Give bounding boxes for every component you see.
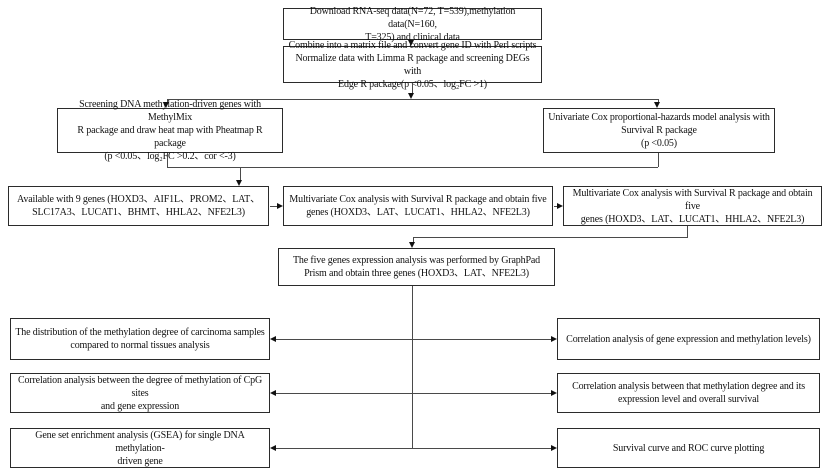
flow-box-cpg-correlation: Correlation analysis between the degree … (10, 373, 270, 413)
connector-line (240, 167, 241, 180)
flow-box-download-data: Download RNA-seq data(N=72, T=539),methy… (283, 6, 542, 43)
flow-box-univariate-cox: Univariate Cox proportional-hazards mode… (543, 108, 775, 153)
arrow-right-icon (551, 389, 557, 396)
flow-box-gsea: Gene set enrichment analysis (GSEA) for … (10, 428, 270, 468)
flow-box-expression-methylation-correlation: Correlation analysis of gene expression … (557, 318, 820, 360)
flow-box-nine-genes: Available with 9 genes (HOXD3、AIF1L、PROM… (8, 186, 269, 226)
connector-line (412, 83, 413, 94)
arrow-right-icon (557, 202, 563, 209)
connector-line (167, 99, 658, 100)
connector-line (413, 237, 688, 238)
arrow-left-icon (270, 389, 276, 396)
arrow-left-icon (270, 335, 276, 342)
connector-line (687, 226, 688, 237)
connector-line (167, 153, 168, 167)
connector-line (412, 286, 413, 448)
arrow-down-icon (654, 102, 660, 108)
connector-line (276, 339, 551, 340)
arrow-down-icon (236, 180, 242, 186)
connector-line (658, 153, 659, 167)
flow-box-survival-roc: Survival curve and ROC curve plotting (557, 428, 820, 468)
arrow-down-icon (408, 40, 414, 46)
flow-box-methylmix-screening: Screening DNA methylation-driven genes w… (57, 99, 283, 162)
flow-box-survival-correlation: Correlation analysis between that methyl… (557, 373, 820, 413)
connector-line (276, 393, 551, 394)
connector-line (167, 99, 168, 103)
connector-line (554, 206, 558, 207)
arrow-right-icon (551, 335, 557, 342)
arrow-right-icon (551, 444, 557, 451)
arrow-down-icon (409, 242, 415, 248)
arrow-down-icon (408, 93, 414, 99)
connector-line (413, 237, 414, 242)
flow-box-graphpad-expression: The five genes expression analysis was p… (278, 248, 555, 286)
connector-line (276, 448, 551, 449)
arrow-left-icon (270, 444, 276, 451)
flow-box-combine-normalize: Combine into a matrix file and convert g… (283, 40, 542, 90)
flow-box-multivariate-cox-mid: Multivariate Cox analysis with Survival … (283, 186, 553, 226)
arrow-right-icon (277, 202, 283, 209)
arrow-down-icon (163, 102, 169, 108)
flow-box-methylation-distribution: The distribution of the methylation degr… (10, 318, 270, 360)
connector-line (270, 206, 278, 207)
connector-line (658, 99, 659, 103)
flow-box-multivariate-cox-right: Multivariate Cox analysis with Survival … (563, 186, 822, 226)
connector-line (167, 167, 658, 168)
